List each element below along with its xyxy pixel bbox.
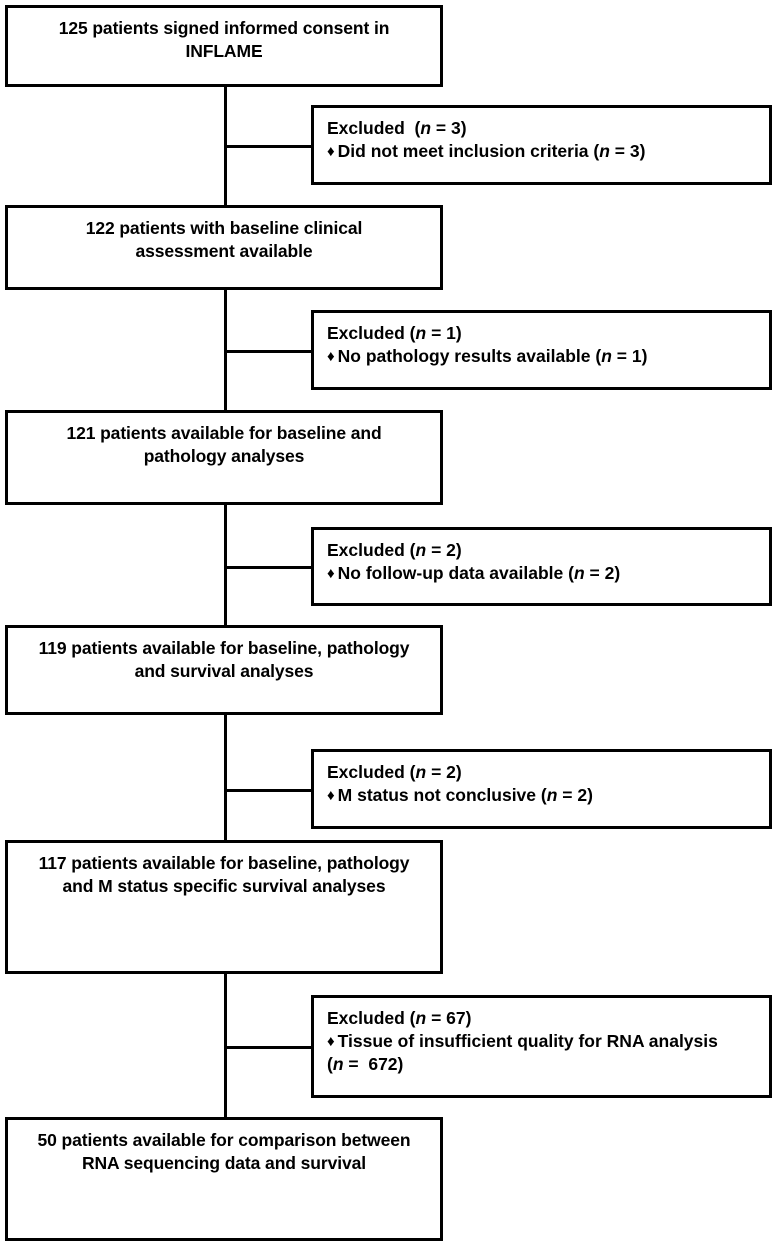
excl-reason-line2-open: (: [327, 1054, 333, 1075]
excl-m-status: Excluded (n = 2) ♦M status not conclusiv…: [311, 749, 772, 829]
excl-reason-n: n: [546, 785, 558, 806]
excl-head-prefix: Excluded (: [327, 540, 416, 560]
node-baseline-pathology-text: 121 patients available for baseline and …: [52, 413, 395, 468]
excl-no-pathology: Excluded (n = 1) ♦No pathology results a…: [311, 310, 772, 390]
connector-mstatus-to-rnaseq: [224, 974, 227, 1117]
excl-inclusion-criteria-head: Excluded (n = 3): [327, 117, 645, 140]
connector-pathology-to-survival: [224, 505, 227, 625]
excl-reason-n: n: [599, 141, 610, 162]
excl-rna-quality-content: Excluded (n = 67) ♦Tissue of insufficien…: [314, 998, 718, 1076]
node-survival-line2: and survival analyses: [134, 660, 314, 681]
excl-head-suffix: = 67): [426, 1008, 472, 1028]
excl-reason-prefix: No follow-up data available (: [337, 563, 574, 584]
excl-rna-quality: Excluded (n = 67) ♦Tissue of insufficien…: [311, 995, 772, 1098]
node-m-status-survival: 117 patients available for baseline, pat…: [5, 840, 443, 974]
excl-reason-n: n: [601, 346, 612, 367]
excl-no-followup-reason: ♦No follow-up data available (n = 2): [327, 562, 620, 585]
excl-head-prefix: Excluded (: [327, 323, 416, 343]
excl-reason-suffix: = 3): [609, 141, 646, 162]
excl-m-status-head: Excluded (n = 2): [327, 761, 593, 784]
excl-no-pathology-head: Excluded (n = 1): [327, 322, 647, 345]
excl-head-suffix: = 2): [426, 762, 462, 782]
excl-head-n: n: [415, 540, 427, 560]
node-survival: 119 patients available for baseline, pat…: [5, 625, 443, 715]
node-survival-text: 119 patients available for baseline, pat…: [25, 628, 424, 683]
node-consent-text: 125 patients signed informed consent in …: [45, 8, 404, 63]
excl-reason-prefix: M status not conclusive (: [337, 785, 547, 806]
excl-no-followup-head: Excluded (n = 2): [327, 539, 620, 562]
branch-to-excl-no-pathology: [224, 350, 314, 353]
excl-head-suffix: = 3): [431, 118, 467, 138]
excl-reason-line2-suffix: = 672): [343, 1054, 404, 1075]
branch-to-excl-m-status: [224, 789, 314, 792]
excl-no-followup: Excluded (n = 2) ♦No follow-up data avai…: [311, 527, 772, 606]
node-baseline-pathology: 121 patients available for baseline and …: [5, 410, 443, 505]
excl-m-status-reason: ♦M status not conclusive (n = 2): [327, 784, 593, 807]
excl-head-n: n: [420, 118, 432, 138]
node-baseline-clinical-text: 122 patients with baseline clinical asse…: [72, 208, 377, 263]
excl-reason-n: n: [573, 563, 585, 584]
excl-head-n: n: [415, 762, 427, 782]
excl-no-followup-content: Excluded (n = 2) ♦No follow-up data avai…: [314, 530, 620, 585]
diamond-bullet-icon: ♦: [327, 1033, 335, 1051]
excl-reason-line2-n: n: [332, 1054, 344, 1075]
node-consent-line1: 125 patients signed informed consent in: [58, 18, 390, 38]
excl-head-prefix: Excluded (: [327, 1008, 416, 1028]
diamond-bullet-icon: ♦: [327, 565, 335, 583]
node-consent-line2: INFLAME: [185, 40, 263, 61]
node-m-status-survival-line1: 117 patients available for baseline, pat…: [38, 853, 410, 873]
node-m-status-survival-line2: and M status specific survival analyses: [62, 875, 386, 896]
excl-head-suffix: = 1): [426, 323, 462, 343]
excl-reason-prefix: Did not meet inclusion criteria (: [337, 141, 600, 162]
excl-inclusion-criteria: Excluded (n = 3) ♦Did not meet inclusion…: [311, 105, 772, 185]
node-baseline-pathology-line2: pathology analyses: [143, 445, 305, 466]
diamond-bullet-icon: ♦: [327, 787, 335, 805]
node-m-status-survival-text: 117 patients available for baseline, pat…: [25, 843, 424, 898]
node-survival-line1: 119 patients available for baseline, pat…: [38, 638, 410, 658]
excl-reason-suffix: = 2): [584, 563, 621, 584]
excl-rna-quality-reason: ♦Tissue of insufficient quality for RNA …: [327, 1030, 718, 1053]
excl-rna-quality-reason-line2: (n = 672): [327, 1053, 718, 1076]
node-baseline-clinical-line1: 122 patients with baseline clinical: [85, 218, 363, 238]
diamond-bullet-icon: ♦: [327, 348, 335, 366]
excl-head-prefix: Excluded (: [327, 762, 416, 782]
node-rna-seq-line2: RNA sequencing data and survival: [81, 1152, 366, 1173]
excl-reason-prefix: No pathology results available (: [337, 346, 602, 367]
node-baseline-pathology-line1: 121 patients available for baseline and: [66, 423, 382, 443]
excl-head-prefix: Excluded (: [327, 118, 421, 138]
excl-m-status-content: Excluded (n = 2) ♦M status not conclusiv…: [314, 752, 593, 807]
excl-head-n: n: [415, 1008, 427, 1028]
branch-to-excl-rna-quality: [224, 1046, 314, 1049]
node-rna-seq: 50 patients available for comparison bet…: [5, 1117, 443, 1241]
branch-to-excl-inclusion-criteria: [224, 145, 314, 148]
excl-rna-quality-head: Excluded (n = 67): [327, 1007, 718, 1030]
node-rna-seq-line1: 50 patients available for comparison bet…: [37, 1130, 411, 1150]
excl-no-pathology-content: Excluded (n = 1) ♦No pathology results a…: [314, 313, 647, 368]
connector-survival-to-mstatus: [224, 715, 227, 840]
node-baseline-clinical-line2: assessment available: [135, 240, 313, 261]
excl-inclusion-criteria-content: Excluded (n = 3) ♦Did not meet inclusion…: [314, 108, 645, 163]
node-baseline-clinical: 122 patients with baseline clinical asse…: [5, 205, 443, 290]
branch-to-excl-no-followup: [224, 566, 314, 569]
excl-head-n: n: [415, 323, 427, 343]
excl-no-pathology-reason: ♦No pathology results available (n = 1): [327, 345, 647, 368]
diamond-bullet-icon: ♦: [327, 143, 335, 161]
node-rna-seq-text: 50 patients available for comparison bet…: [24, 1120, 425, 1175]
excl-reason-prefix: Tissue of insufficient quality for RNA a…: [337, 1031, 718, 1052]
node-consent: 125 patients signed informed consent in …: [5, 5, 443, 87]
excl-reason-suffix: = 2): [557, 785, 593, 806]
excl-inclusion-criteria-reason: ♦Did not meet inclusion criteria (n = 3): [327, 140, 645, 163]
excl-head-suffix: = 2): [426, 540, 462, 560]
excl-reason-suffix: = 1): [611, 346, 648, 367]
